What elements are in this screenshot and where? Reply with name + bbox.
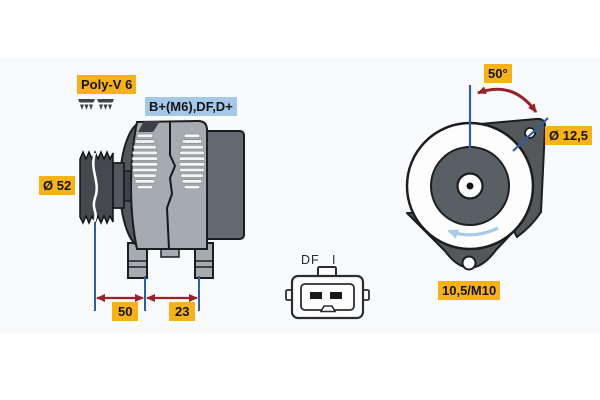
connector-pin-i bbox=[330, 292, 342, 299]
terminals-label: B+(M6),DF,D+ bbox=[145, 97, 237, 116]
hole-axis-line bbox=[512, 117, 549, 152]
cooling-fins bbox=[131, 133, 159, 190]
shaft bbox=[123, 170, 132, 202]
connector-body bbox=[290, 274, 365, 320]
dimension-label-50: 50 bbox=[112, 302, 139, 321]
connector-pin-df bbox=[310, 292, 322, 299]
side-view-drawing bbox=[78, 99, 245, 311]
rear-housing bbox=[203, 130, 245, 240]
rotation-arrow-icon bbox=[447, 226, 499, 239]
body-seam-line bbox=[165, 121, 177, 250]
mount-angle-label: 50° bbox=[484, 64, 512, 83]
lug-hole bbox=[461, 255, 477, 271]
belt-type-label: Poly-V 6 bbox=[77, 75, 137, 94]
dimension-lines bbox=[94, 223, 200, 311]
connector-pin-label-df: DF bbox=[301, 253, 320, 267]
lug-spec-label: 10,5/M10 bbox=[438, 281, 501, 300]
connector-notch bbox=[319, 305, 337, 313]
connector-pin-label-i: I bbox=[332, 253, 337, 267]
bracket-hole bbox=[524, 127, 536, 139]
front-view-drawing bbox=[405, 85, 549, 271]
belt-profile-icon bbox=[97, 99, 114, 110]
connector-drawing bbox=[285, 266, 370, 320]
dimension-label-23: 23 bbox=[169, 302, 196, 321]
shaft-center-dot bbox=[466, 182, 474, 190]
break-line bbox=[92, 152, 98, 223]
angle-arrow-icon bbox=[477, 86, 538, 113]
mount-hole-diameter-label: Ø 12,5 bbox=[545, 126, 593, 145]
pulley-diameter-label: Ø 52 bbox=[39, 176, 76, 195]
pulley-hub bbox=[112, 162, 125, 209]
cooling-fins bbox=[178, 133, 206, 190]
belt-profile-icon bbox=[78, 99, 95, 110]
body-top-cap bbox=[138, 121, 160, 132]
